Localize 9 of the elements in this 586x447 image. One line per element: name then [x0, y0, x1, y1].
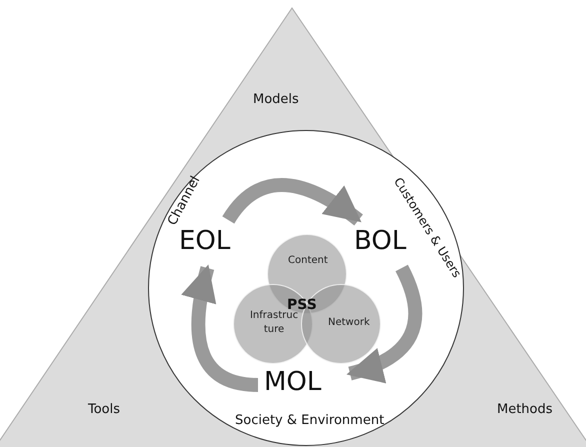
corner-label: Methods: [497, 402, 553, 417]
corner-label: Models: [253, 92, 299, 107]
corner-label: Tools: [88, 402, 120, 417]
curved-arrow: [346, 265, 422, 382]
arc-label: Society & Environment: [235, 413, 384, 428]
circle-label: Network: [328, 317, 370, 328]
phase-label: MOL: [264, 367, 322, 397]
phase-label: EOL: [179, 226, 230, 256]
circle-label: Content: [288, 255, 328, 266]
